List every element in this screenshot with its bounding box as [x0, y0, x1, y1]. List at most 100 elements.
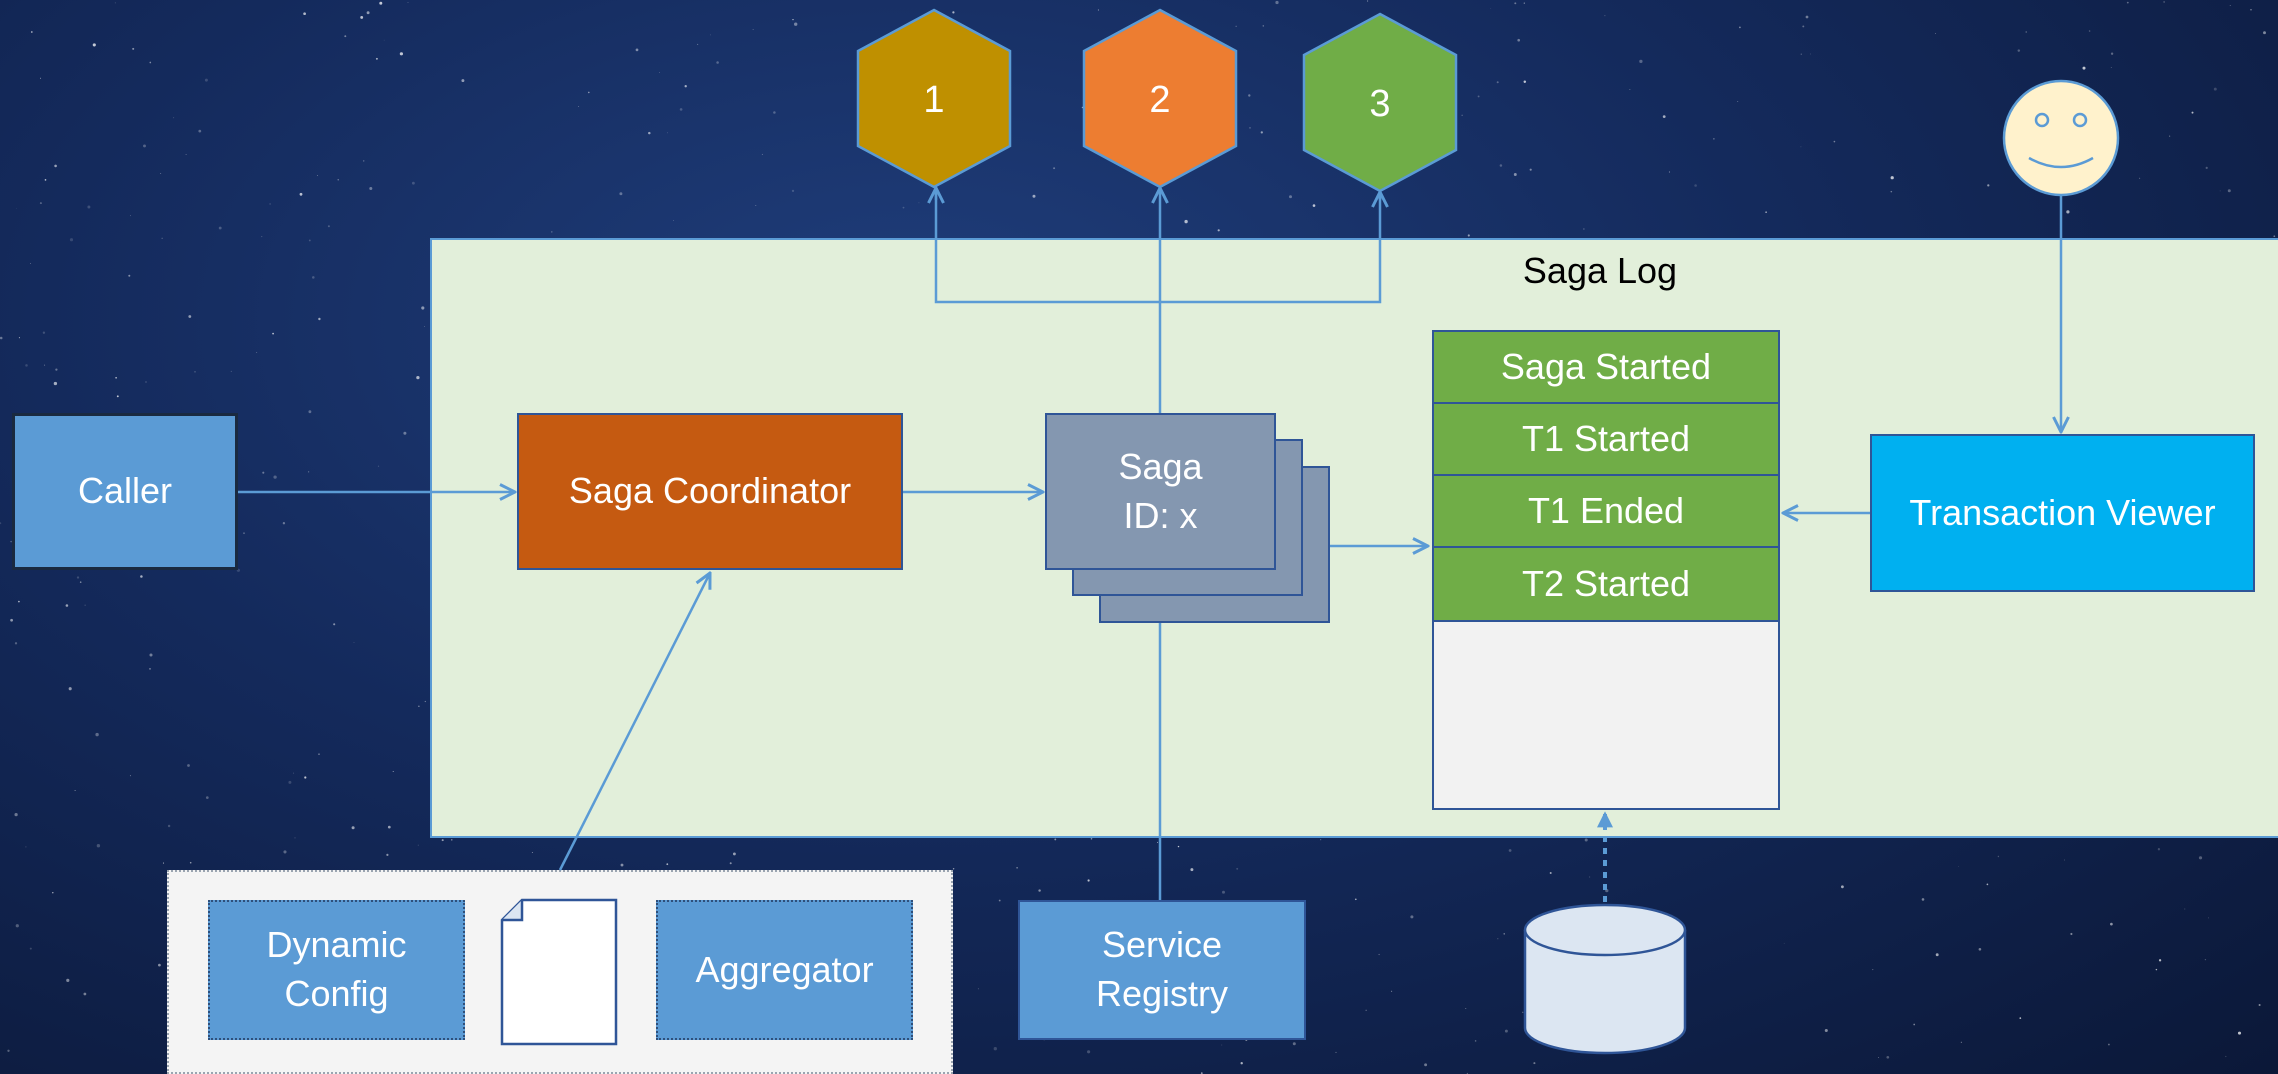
star: [1138, 142, 1142, 146]
star: [288, 780, 292, 784]
star: [1439, 155, 1443, 159]
star: [205, 796, 209, 799]
star: [351, 826, 355, 830]
star: [44, 179, 47, 181]
star: [2017, 49, 2021, 52]
star: [978, 71, 980, 73]
service-3-hexagon: 3: [1302, 12, 1458, 193]
document-page-icon: [500, 898, 618, 1046]
log-row-saga-started: Saga Started: [1434, 332, 1778, 404]
star: [952, 868, 955, 870]
star: [1087, 879, 1090, 882]
caller-box: Caller: [12, 413, 238, 570]
star: [2064, 859, 2066, 861]
star: [2110, 67, 2112, 68]
star: [54, 164, 57, 168]
star: [0, 522, 2, 525]
star: [129, 775, 131, 777]
star: [92, 43, 96, 47]
star: [794, 22, 798, 26]
star: [578, 106, 580, 107]
star: [716, 61, 719, 64]
star: [1878, 1057, 1880, 1058]
saga-coordinator-box: Saga Coordinator: [517, 413, 903, 570]
service-registry-line1: Service: [1101, 924, 1223, 966]
star: [14, 812, 18, 817]
star: [1800, 146, 1802, 148]
star: [198, 129, 202, 133]
star: [659, 72, 660, 74]
star: [1890, 176, 1894, 180]
star: [1499, 164, 1503, 167]
star: [369, 186, 373, 191]
star: [2258, 1003, 2261, 1007]
star: [1410, 915, 1414, 919]
star: [132, 47, 135, 50]
star: [344, 35, 347, 38]
star: [0, 336, 3, 340]
star: [1190, 868, 1194, 872]
star: [115, 377, 117, 379]
star: [337, 179, 339, 181]
database-cylinder-icon: [1523, 903, 1687, 1055]
star: [977, 988, 979, 990]
star: [1987, 184, 1990, 187]
star: [1333, 37, 1336, 40]
star: [1378, 953, 1380, 956]
saga-id-label: ID: x: [1123, 494, 1198, 536]
star: [272, 332, 274, 335]
star: [424, 700, 426, 703]
star: [149, 653, 153, 657]
star: [392, 771, 394, 772]
star: [879, 73, 881, 75]
star: [993, 1047, 997, 1051]
dynamic-config-line1: Dynamic: [266, 924, 407, 966]
star: [672, 220, 674, 221]
star: [173, 117, 175, 119]
star: [1365, 1009, 1367, 1011]
star: [998, 899, 1001, 902]
star: [697, 43, 699, 45]
star: [792, 18, 794, 21]
star: [1978, 948, 1982, 951]
star: [412, 181, 415, 185]
star: [950, 132, 952, 134]
star: [1292, 1042, 1296, 1046]
star: [2169, 135, 2171, 137]
star: [2219, 190, 2221, 192]
star: [1514, 2, 1517, 5]
star: [1086, 115, 1090, 119]
star: [1467, 234, 1470, 237]
star: [2225, 1055, 2227, 1058]
star: [1320, 139, 1323, 142]
star: [2273, 235, 2276, 238]
star: [387, 825, 391, 829]
star: [1549, 872, 1552, 874]
star: [1508, 849, 1512, 852]
star: [1320, 839, 1322, 841]
star: [1589, 876, 1591, 878]
star: [128, 274, 131, 277]
star: [1833, 140, 1836, 143]
star: [1410, 106, 1412, 108]
star: [1605, 888, 1609, 893]
star: [1054, 838, 1057, 841]
star: [1958, 865, 1959, 867]
star: [2110, 922, 2113, 926]
star: [1639, 59, 1643, 64]
star: [39, 202, 42, 205]
star: [418, 705, 420, 707]
star: [333, 623, 336, 626]
star: [461, 79, 465, 83]
saga-instance-box: Saga ID: x: [1045, 413, 1276, 570]
star: [230, 370, 232, 372]
smiley-face-icon: [2002, 79, 2120, 197]
star: [2066, 210, 2070, 214]
star: [1410, 152, 1412, 154]
star: [65, 604, 69, 607]
star: [1170, 118, 1174, 122]
star: [2082, 66, 2086, 70]
star: [1087, 1050, 1091, 1054]
star: [2237, 1031, 2242, 1035]
star: [318, 317, 321, 321]
